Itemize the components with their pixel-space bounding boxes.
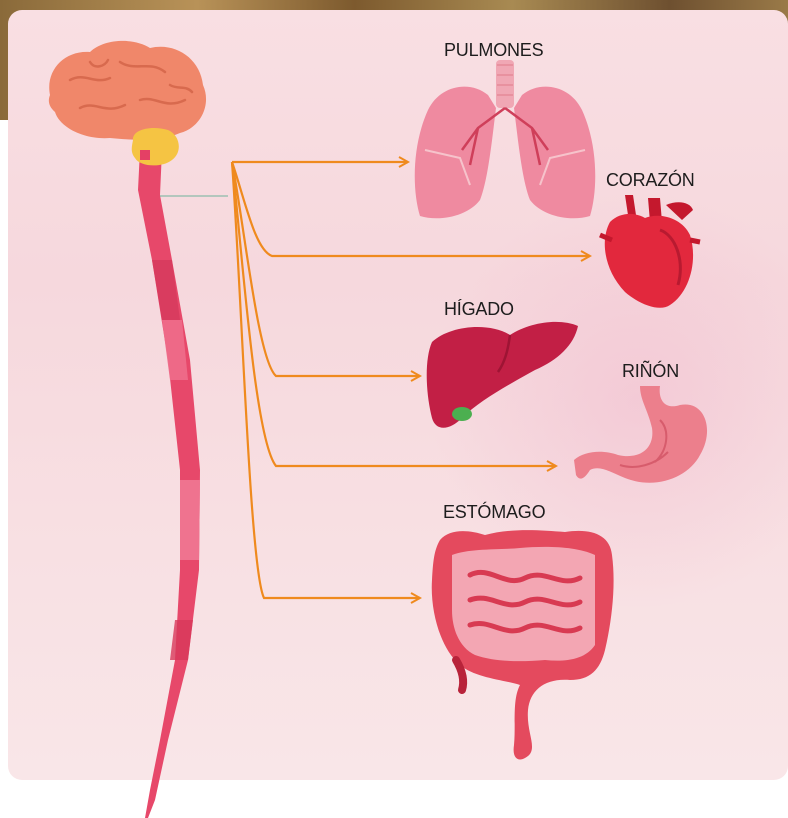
label-heart: CORAZÓN xyxy=(606,170,695,191)
spinal-cord xyxy=(138,150,228,818)
label-lungs: PULMONES xyxy=(444,40,543,61)
liver-icon xyxy=(427,322,578,428)
stomach-icon xyxy=(574,386,707,483)
intestines-icon xyxy=(432,530,614,759)
lungs-icon xyxy=(415,60,596,218)
label-liver: HÍGADO xyxy=(444,299,514,320)
brain-icon xyxy=(49,41,206,165)
heart-icon xyxy=(600,195,700,308)
label-kidney: RIÑÓN xyxy=(622,361,679,382)
label-stomach: ESTÓMAGO xyxy=(443,502,545,523)
